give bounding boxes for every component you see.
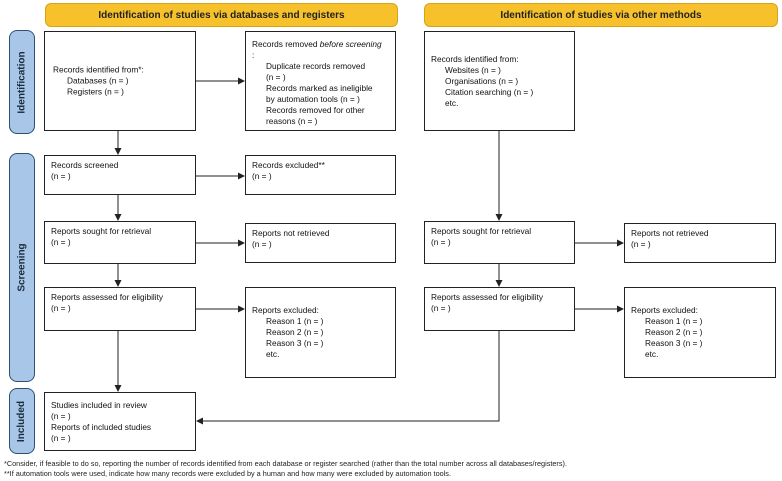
db-reports-excluded-reason1: Reason 1 (n = )	[266, 316, 324, 326]
db-identified-registers: Registers (n = )	[67, 86, 124, 97]
db-reports-excluded-etc: etc.	[266, 349, 280, 359]
included-studies-n: (n = )	[51, 411, 71, 421]
db-screened-n: (n = )	[51, 171, 71, 181]
db-excluded-title: Records excluded**	[252, 160, 325, 170]
db-removed-title: Records removed before screening	[252, 39, 382, 49]
header-other-methods: Identification of studies via other meth…	[424, 3, 778, 27]
other-identified-etc: etc.	[445, 98, 459, 108]
db-reports-assessed-box: Reports assessed for eligibility (n = )	[44, 287, 196, 331]
other-records-identified-box: Records identified from: Websites (n = )…	[424, 31, 575, 131]
header-other-label: Identification of studies via other meth…	[500, 9, 702, 21]
db-reports-excluded-reason3: Reason 3 (n = )	[266, 338, 324, 348]
db-records-screened-box: Records screened (n = )	[44, 155, 196, 195]
stage-identification: Identification	[9, 30, 35, 134]
stage-included: Included	[9, 388, 35, 454]
studies-included-box: Studies included in review (n = ) Report…	[44, 392, 196, 451]
stage-included-label: Included	[16, 400, 28, 442]
db-removed-duplicates: Duplicate records removed	[266, 61, 366, 71]
db-records-identified-box: Records identified from*: Databases (n =…	[44, 31, 196, 131]
db-not-retrieved-title: Reports not retrieved	[252, 228, 330, 238]
db-reports-sought-box: Reports sought for retrieval (n = )	[44, 221, 196, 264]
db-removed-title-colon: :	[252, 50, 255, 60]
db-identified-title: Records identified from*:	[53, 64, 144, 75]
other-not-retrieved-title: Reports not retrieved	[631, 228, 709, 238]
db-reports-excluded-title: Reports excluded:	[252, 305, 319, 315]
other-not-retrieved-n: (n = )	[631, 239, 651, 249]
other-reports-excluded-title: Reports excluded:	[631, 305, 698, 315]
db-records-removed-box: Records removed before screening : Dupli…	[245, 31, 396, 131]
included-studies-title: Studies included in review	[51, 400, 147, 410]
stage-identification-label: Identification	[16, 50, 28, 114]
db-removed-ineligible: Records marked as ineligible	[266, 83, 373, 93]
stage-screening-label: Screening	[16, 243, 28, 292]
header-databases-label: Identification of studies via databases …	[98, 9, 345, 21]
other-identified-title: Records identified from:	[431, 54, 519, 64]
db-not-retrieved-n: (n = )	[252, 239, 272, 249]
db-removed-other-n: reasons (n = )	[266, 116, 318, 126]
header-databases-registers: Identification of studies via databases …	[45, 3, 398, 27]
other-sought-title: Reports sought for retrieval	[431, 226, 532, 236]
other-reports-excluded-reason2: Reason 2 (n = )	[645, 327, 703, 337]
db-excluded-n: (n = )	[252, 171, 272, 181]
other-sought-n: (n = )	[431, 237, 451, 247]
other-identified-organisations: Organisations (n = )	[445, 76, 519, 86]
db-reports-excluded-box: Reports excluded: Reason 1 (n = ) Reason…	[245, 287, 396, 378]
db-assessed-title: Reports assessed for eligibility	[51, 292, 164, 302]
other-reports-assessed-box: Reports assessed for eligibility (n = )	[424, 287, 575, 331]
other-reports-excluded-box: Reports excluded: Reason 1 (n = ) Reason…	[624, 287, 776, 378]
other-reports-excluded-reason1: Reason 1 (n = )	[645, 316, 703, 326]
other-reports-sought-box: Reports sought for retrieval (n = )	[424, 221, 575, 264]
db-screened-title: Records screened	[51, 160, 119, 170]
db-removed-duplicates-n: (n = )	[266, 72, 286, 82]
db-removed-ineligible-n: by automation tools (n = )	[266, 94, 360, 104]
other-reports-excluded-etc: etc.	[645, 349, 659, 359]
other-assessed-n: (n = )	[431, 303, 451, 313]
footnote-2: **If automation tools were used, indicat…	[4, 469, 451, 478]
db-reports-excluded-reason2: Reason 2 (n = )	[266, 327, 324, 337]
db-sought-n: (n = )	[51, 237, 71, 247]
db-identified-databases: Databases (n = )	[67, 75, 129, 86]
included-reports-title: Reports of included studies	[51, 422, 152, 432]
stage-screening: Screening	[9, 153, 35, 382]
other-identified-citation: Citation searching (n = )	[445, 87, 534, 97]
db-sought-title: Reports sought for retrieval	[51, 226, 152, 236]
db-assessed-n: (n = )	[51, 303, 71, 313]
other-assessed-title: Reports assessed for eligibility	[431, 292, 544, 302]
included-reports-n: (n = )	[51, 433, 71, 443]
other-reports-excluded-reason3: Reason 3 (n = )	[645, 338, 703, 348]
db-reports-not-retrieved-box: Reports not retrieved (n = )	[245, 223, 396, 263]
footnote-1: *Consider, if feasible to do so, reporti…	[4, 459, 567, 468]
db-records-excluded-box: Records excluded** (n = )	[245, 155, 396, 195]
other-identified-websites: Websites (n = )	[445, 65, 501, 75]
db-removed-other: Records removed for other	[266, 105, 365, 115]
other-reports-not-retrieved-box: Reports not retrieved (n = )	[624, 223, 776, 263]
